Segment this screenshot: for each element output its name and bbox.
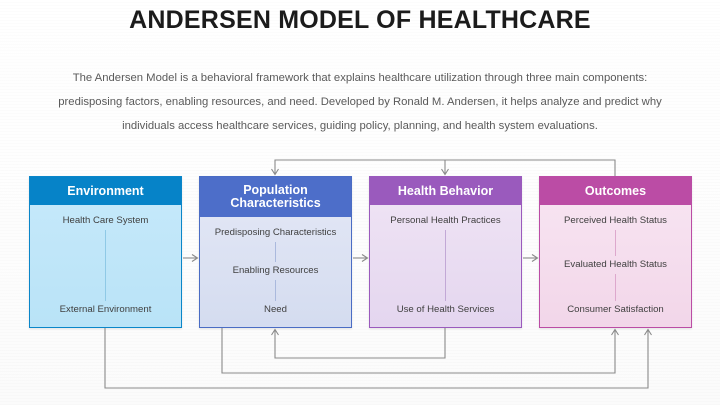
box-environment-item-0: Health Care System — [62, 215, 149, 226]
box-environment-body: Health Care System External Environment — [30, 205, 181, 327]
intro-paragraph: The Andersen Model is a behavioral frame… — [58, 72, 662, 132]
item-divider — [615, 273, 616, 301]
box-environment-header: Environment — [30, 177, 181, 205]
page-title: ANDERSEN MODEL OF HEALTHCARE — [129, 6, 591, 34]
item-divider — [105, 229, 106, 301]
box-outcomes-item-0: Perceived Health Status — [564, 215, 667, 226]
box-outcomes-header: Outcomes — [540, 177, 691, 205]
box-behavior-body: Personal Health Practices Use of Health … — [370, 205, 521, 327]
feedback-bottom-population-to-behavior — [271, 328, 446, 359]
box-population-body: Predisposing Characteristics Enabling Re… — [200, 217, 351, 327]
box-population-header: Population Characteristics — [200, 177, 351, 217]
box-behavior-header: Health Behavior — [370, 177, 521, 205]
box-behavior-item-1: Use of Health Services — [396, 303, 495, 315]
item-divider — [275, 241, 276, 263]
item-divider — [445, 229, 446, 301]
box-outcomes[interactable]: Outcomes Perceived Health Status Evaluat… — [539, 176, 692, 328]
box-population-item-0: Predisposing Characteristics — [214, 227, 337, 238]
feedback-bottom-environment-to-outcomes — [104, 328, 652, 389]
box-outcomes-item-2: Consumer Satisfaction — [567, 303, 664, 315]
box-environment[interactable]: Environment Health Care System External … — [29, 176, 182, 328]
feedback-bottom-behavior-to-outcomes — [221, 328, 619, 374]
box-population-item-1: Enabling Resources — [232, 265, 319, 277]
item-divider — [275, 279, 276, 301]
box-health-behavior[interactable]: Health Behavior Personal Health Practice… — [369, 176, 522, 328]
box-behavior-item-0: Personal Health Practices — [390, 215, 501, 226]
box-outcomes-body: Perceived Health Status Evaluated Health… — [540, 205, 691, 327]
arrow-environment-to-population — [183, 254, 199, 262]
box-environment-item-1: External Environment — [59, 303, 152, 315]
arrow-behavior-to-outcomes — [523, 254, 539, 262]
box-outcomes-item-1: Evaluated Health Status — [564, 259, 667, 271]
arrow-population-to-behavior — [353, 254, 369, 262]
feedback-top-outcomes-to-population-and-behavior — [271, 159, 616, 176]
box-population-item-2: Need — [264, 303, 287, 315]
item-divider — [615, 229, 616, 257]
box-population-characteristics[interactable]: Population Characteristics Predisposing … — [199, 176, 352, 328]
